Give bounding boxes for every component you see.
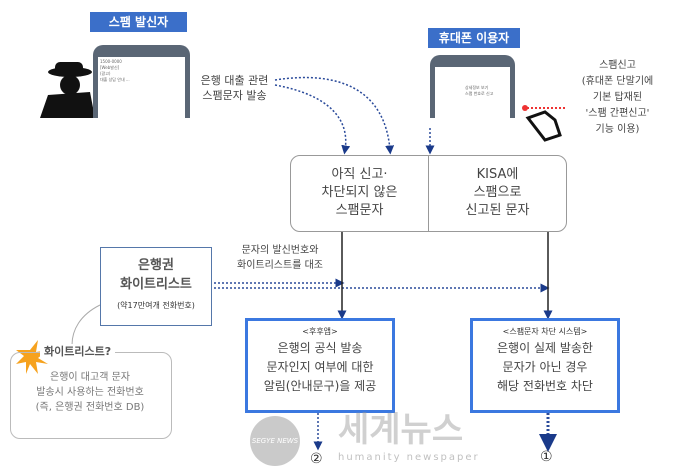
watermark-name: 세계뉴스 [338, 410, 464, 450]
text-line: 문자의 발신번호와 [241, 245, 319, 256]
phone-line: 대출 상담 안내 ... [100, 77, 130, 82]
step-number-2: ② [310, 451, 323, 467]
text-line: 기본 탑재된 [592, 92, 643, 103]
text-line: 은행이 대고객 문자 [50, 372, 130, 383]
phone-line: 1500-0000 [100, 59, 122, 64]
callout-title: 화이트리스트? [40, 344, 116, 359]
phone-line: (광고) [100, 71, 111, 76]
text-line: (휴대폰 단말기에 [581, 76, 654, 87]
star-icon [16, 340, 48, 374]
text-line: 문자가 아닌 경우 [502, 360, 588, 374]
text-line: 차단되지 않은 [321, 185, 398, 200]
sender-phone: 1500-0000[Web발신](광고)대출 상담 안내 ... [93, 45, 190, 118]
text-line: 스팸으로 [473, 185, 522, 200]
text-line: 신고된 문자 [465, 203, 530, 218]
text-line: 은행권 [138, 258, 174, 273]
text-line: 은행의 공식 발송 [277, 341, 363, 355]
watermark-tagline: humanity newspaper [338, 452, 480, 463]
text-line: 스팸문자 [335, 203, 384, 218]
hacker-icon [40, 62, 95, 118]
phone-line: [Web발신] [100, 65, 120, 70]
menu-report-spam[interactable]: 스팸 번호로 신고 [465, 91, 494, 96]
text-line: 화이트리스트 [120, 277, 192, 292]
text-line: 스팸문자 발송 [202, 89, 267, 102]
text-line: 해당 전화번호 차단 [497, 379, 593, 393]
text-line: 알림(안내문구)을 제공 [263, 379, 377, 393]
text-line: 아직 신고· [331, 167, 388, 182]
whitelist-count: (약17만여개 전화번호) [117, 301, 195, 310]
spam-sender-label: 스팸 발신자 [90, 12, 187, 32]
box-header: <후후앱> [302, 327, 338, 336]
text-line: 발송시 사용하는 전화번호 [36, 387, 144, 398]
box-header: <스팸문자 차단 시스템> [502, 327, 588, 336]
hand-pointer-icon [525, 110, 562, 142]
text-line: 스팸신고 [599, 60, 636, 71]
text-line: 문자인지 여부에 대한 [266, 360, 374, 374]
text-line: 은행 대출 관련 [200, 74, 269, 87]
menu-view-details[interactable]: 상세정보 보기 [465, 85, 489, 90]
text-line: 기능 이용) [595, 124, 640, 135]
text-line: 화이트리스트를 대조 [237, 260, 323, 271]
step-number-1: ① [540, 449, 553, 465]
watermark-logo: SEGYE NEWS [250, 416, 300, 466]
phone-user-label: 휴대폰 이용자 [428, 28, 520, 48]
text-line: '스팸 간편신고' [585, 108, 650, 119]
text-line: KISA에 [476, 167, 519, 182]
text-line: (즉, 은행권 전화번호 DB) [35, 402, 145, 413]
text-line: 은행이 실제 발송한 [497, 341, 593, 355]
